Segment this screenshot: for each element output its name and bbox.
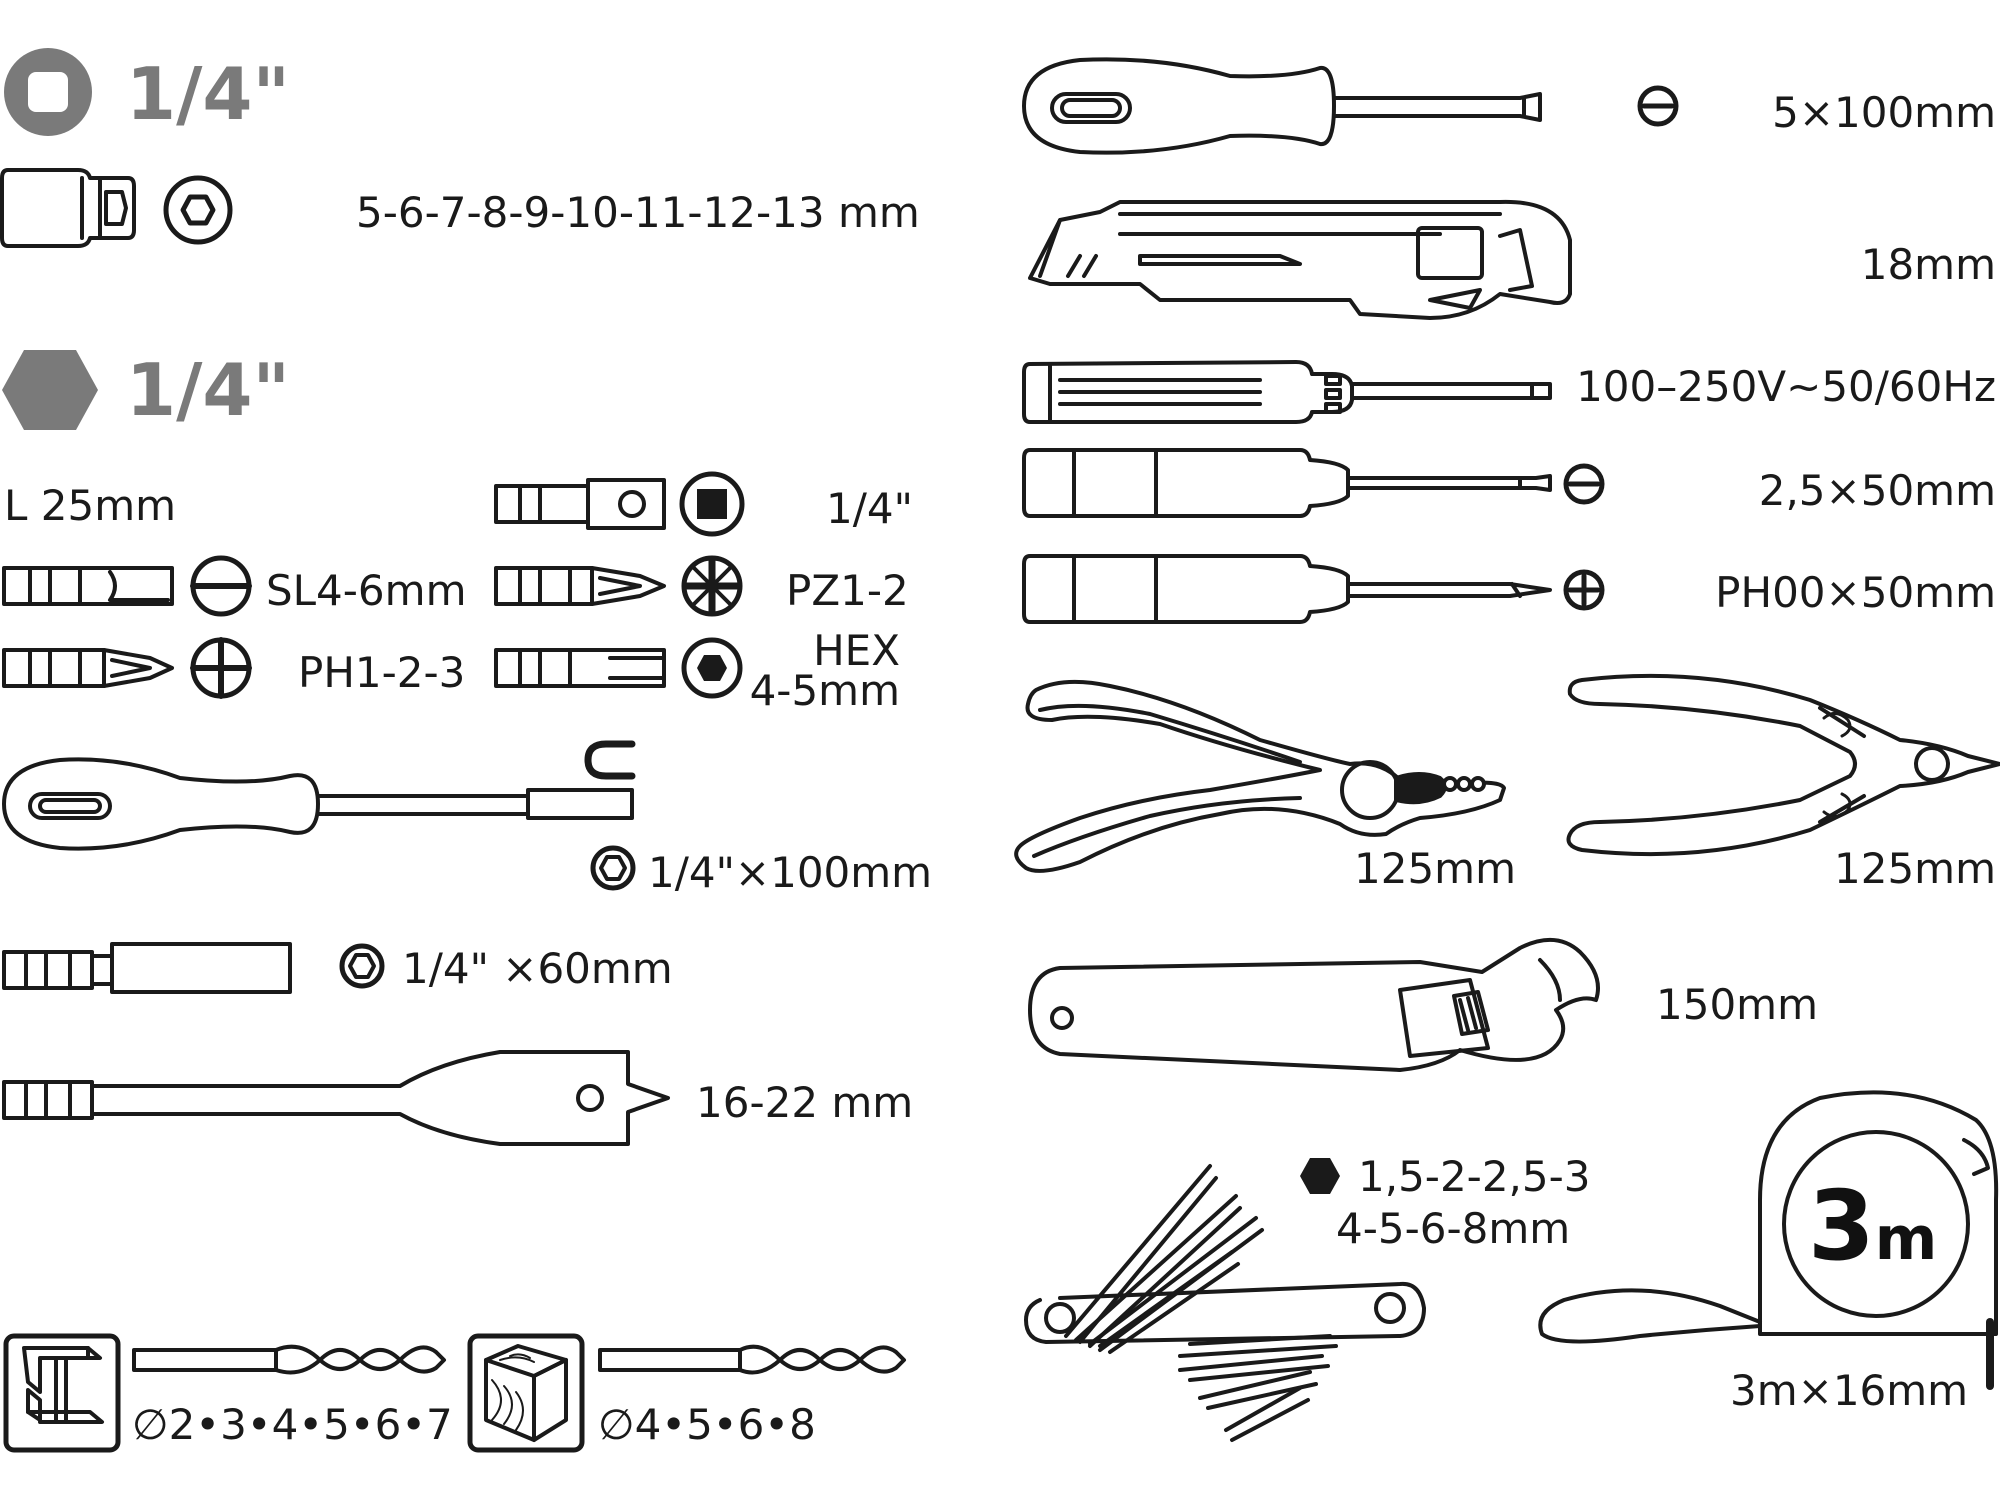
hex-bits-label-2: 4-5mm — [749, 666, 900, 715]
hex-socket-icon — [681, 637, 743, 699]
bit-slotted — [2, 566, 174, 606]
hex-bits-label-1: HEX — [813, 626, 900, 675]
hex-key-set — [1024, 1164, 1426, 1442]
hex-keys-label-2: 4-5-6-8mm — [1336, 1204, 1571, 1253]
flat-screwdriver — [1022, 57, 1542, 155]
utility-knife — [1028, 199, 1572, 320]
sockets-sizes: 5-6-7-8-9-10-11-12-13 mm — [356, 188, 920, 237]
wood-icon — [467, 1333, 585, 1453]
precision-phillips-label: PH00×50mm — [1715, 568, 1996, 617]
bit-hex — [494, 648, 666, 688]
hex-drive-label: 1/4" — [126, 348, 291, 432]
square-drive-icon — [4, 48, 92, 136]
bit-phillips — [2, 648, 174, 688]
phillips-bits-label: PH1-2-3 — [298, 648, 466, 697]
hex-keys-label-1: 1,5-2-2,5-3 — [1358, 1152, 1591, 1201]
utility-knife-label: 18mm — [1860, 240, 1996, 289]
hex-drive-icon — [2, 350, 98, 430]
precision-flat-screwdriver — [1022, 448, 1552, 518]
side-cutters — [1566, 673, 2000, 857]
precision-phillips-screwdriver — [1022, 554, 1552, 624]
bit-extension-label: 1/4" ×60mm — [402, 944, 673, 993]
bits-length: L 25mm — [4, 481, 177, 530]
slotted-bits-label: SL4-6mm — [266, 566, 467, 615]
square-icon — [679, 471, 745, 537]
tape-measure — [1538, 1090, 1999, 1390]
combination-pliers — [1014, 679, 1506, 873]
bit-extension — [2, 942, 292, 994]
bit-square-adapter — [494, 478, 666, 530]
slotted-icon-right — [1637, 85, 1679, 127]
side-cutters-label: 125mm — [1834, 844, 1996, 893]
phillips-icon-precision — [1563, 569, 1605, 611]
hexagon-icon — [163, 175, 233, 245]
combination-pliers-label: 125mm — [1354, 844, 1516, 893]
bit-holder-screwdriver — [2, 757, 634, 851]
hexagon-icon-extension — [339, 943, 385, 989]
metal-drill-bit — [132, 1344, 446, 1375]
adjustable-wrench — [1028, 937, 1600, 1072]
socket-icon — [0, 168, 136, 248]
voltage-tester — [1022, 360, 1552, 424]
precision-flat-label: 2,5×50mm — [1758, 466, 1996, 515]
flat-screwdriver-label: 5×100mm — [1772, 88, 1996, 137]
slotted-icon — [190, 555, 252, 617]
bit-pozidriv — [494, 566, 666, 606]
spade-bit-label: 16-22 mm — [696, 1078, 914, 1127]
hexagon-icon-small — [590, 845, 636, 891]
bit-holder-label: 1/4"×100mm — [648, 848, 933, 897]
adjustable-wrench-label: 150mm — [1656, 980, 1818, 1029]
square-adapter-label: 1/4" — [826, 484, 913, 533]
slotted-icon-precision — [1563, 463, 1605, 505]
phillips-icon — [190, 637, 252, 699]
voltage-tester-label: 100–250V~50/60Hz — [1576, 362, 1996, 411]
tape-measure-label: 3m×16mm — [1730, 1366, 1969, 1415]
tape-measure-badge: 3m — [1808, 1178, 1937, 1274]
steel-beam-icon — [3, 1333, 121, 1453]
wood-drills-label: ∅4•5•6•8 — [598, 1400, 816, 1449]
magnet-icon — [584, 740, 636, 780]
pozidriv-bits-label: PZ1-2 — [786, 566, 909, 615]
tape-measure-badge-number: 3 — [1808, 1170, 1875, 1282]
metal-drills-label: ∅2•3•4•5•6•7 — [132, 1400, 453, 1449]
pozidriv-icon — [681, 555, 743, 617]
wood-drill-bit — [598, 1344, 906, 1375]
tape-measure-badge-unit: m — [1874, 1204, 1938, 1274]
hex-key-icon — [1300, 1158, 1340, 1194]
spade-bit — [2, 1050, 670, 1146]
square-drive-label: 1/4" — [126, 52, 291, 136]
